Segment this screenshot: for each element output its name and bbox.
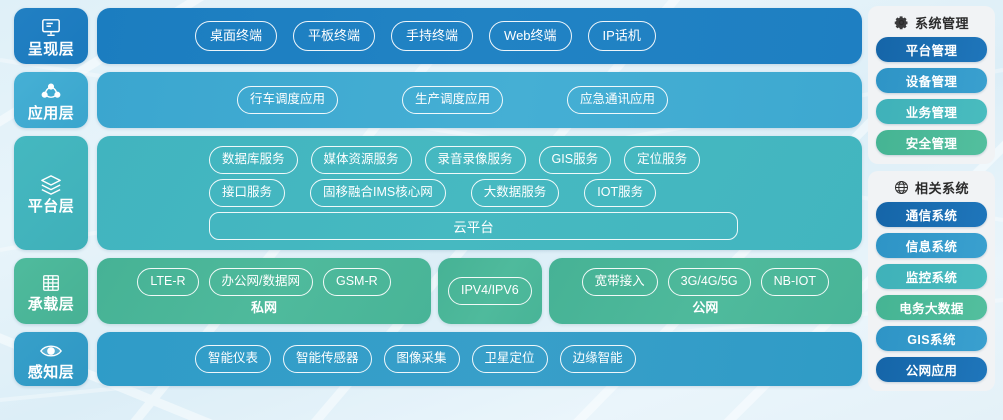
sidebar-button-communication-system[interactable]: 通信系统	[876, 202, 987, 227]
chip-satellite-positioning[interactable]: 卫星定位	[471, 345, 548, 373]
sidebar-button-railway-big-data[interactable]: 电务大数据	[876, 295, 987, 320]
ip-network-items: IPV4/IPV6	[448, 277, 532, 305]
chip-big-data-service[interactable]: 大数据服务	[470, 179, 560, 207]
sidebar-button-monitoring-system[interactable]: 监控系统	[876, 264, 987, 289]
chip-handheld-terminal[interactable]: 手持终端	[391, 21, 474, 51]
chip-3g-4g-5g[interactable]: 3G/4G/5G	[667, 268, 751, 296]
layer-label-bearer: 承载层	[27, 295, 75, 313]
bearer-group-label-public: 公网	[692, 299, 719, 315]
chip-ip-phone[interactable]: IP话机	[587, 21, 656, 51]
related-systems-panel: 相关系统 通信系统 信息系统 监控系统 电务大数据 GIS系统 公网应用	[868, 171, 995, 391]
chip-broadband-access[interactable]: 宽带接入	[581, 268, 658, 296]
sidebar-button-information-system[interactable]: 信息系统	[876, 233, 987, 258]
sidebar-button-public-network-application[interactable]: 公网应用	[876, 357, 987, 382]
monitor-icon	[38, 16, 64, 40]
private-network-items: LTE-R 办公网/数据网 GSM-R	[137, 268, 391, 296]
layer-label-platform: 平台层	[27, 197, 75, 215]
layer-row-application: 应用层 行车调度应用 生产调度应用 应急通讯应用	[14, 72, 862, 128]
sidebar: 系统管理 平台管理 设备管理 业务管理 安全管理 相关系统	[862, 0, 1003, 420]
chip-smart-meter[interactable]: 智能仪表	[195, 345, 272, 373]
panel-application: 行车调度应用 生产调度应用 应急通讯应用	[97, 72, 862, 128]
layer-label-application: 应用层	[27, 104, 75, 122]
sidebar-button-business-management[interactable]: 业务管理	[876, 99, 987, 124]
panel-platform: 数据库服务 媒体资源服务 录音录像服务 GIS服务 定位服务 接口服务 固移融合…	[97, 136, 862, 250]
layer-tile-sensing[interactable]: 感知层	[14, 332, 88, 386]
layer-tile-bearer[interactable]: 承载层	[14, 258, 88, 324]
chip-office-data-network[interactable]: 办公网/数据网	[208, 268, 313, 296]
chip-positioning-service[interactable]: 定位服务	[624, 146, 701, 174]
chip-gsm-r[interactable]: GSM-R	[323, 268, 391, 296]
application-items: 行车调度应用 生产调度应用 应急通讯应用	[97, 72, 862, 128]
sensing-items: 智能仪表 智能传感器 图像采集 卫星定位 边缘智能	[97, 332, 862, 386]
layer-label-sensing: 感知层	[27, 363, 75, 381]
chip-tablet-terminal[interactable]: 平板终端	[293, 21, 376, 51]
chip-emergency-comm-app[interactable]: 应急通讯应用	[567, 86, 669, 114]
bearer-group-ip: IPV4/IPV6	[438, 258, 542, 324]
layer-row-platform: 平台层 数据库服务 媒体资源服务 录音录像服务 GIS服务 定位服务 接口服务 …	[14, 136, 862, 250]
layer-row-bearer: 承载层 LTE-R 办公网/数据网 GSM-R 私网 IPV4/IPV6	[14, 258, 862, 324]
panel-presentation: 桌面终端 平板终端 手持终端 Web终端 IP话机	[97, 8, 862, 64]
chip-production-dispatch-app[interactable]: 生产调度应用	[402, 86, 504, 114]
sidebar-button-platform-management[interactable]: 平台管理	[876, 37, 987, 62]
chip-nb-iot[interactable]: NB-IOT	[760, 268, 830, 296]
gear-icon	[894, 15, 909, 30]
system-management-header: 系统管理	[876, 13, 987, 31]
chip-web-terminal[interactable]: Web终端	[489, 21, 572, 51]
eye-icon	[38, 339, 64, 363]
layer-tile-platform[interactable]: 平台层	[14, 136, 88, 250]
chip-ipv4-ipv6[interactable]: IPV4/IPV6	[448, 277, 532, 305]
system-management-panel: 系统管理 平台管理 设备管理 业务管理 安全管理	[868, 6, 995, 164]
layers-icon	[38, 173, 64, 197]
system-management-title: 系统管理	[914, 15, 969, 31]
network-nodes-icon	[38, 80, 64, 104]
public-network-items: 宽带接入 3G/4G/5G NB-IOT	[581, 268, 830, 296]
sidebar-button-device-management[interactable]: 设备管理	[876, 68, 987, 93]
platform-services-row-1: 数据库服务 媒体资源服务 录音录像服务 GIS服务 定位服务	[203, 146, 848, 174]
chip-interface-service[interactable]: 接口服务	[209, 179, 286, 207]
chip-iot-service[interactable]: IOT服务	[584, 179, 657, 207]
chip-smart-sensor[interactable]: 智能传感器	[283, 345, 372, 373]
sidebar-button-gis-system[interactable]: GIS系统	[876, 326, 987, 351]
panel-sensing: 智能仪表 智能传感器 图像采集 卫星定位 边缘智能	[97, 332, 862, 386]
server-rack-icon	[38, 271, 64, 295]
chip-audio-video-recording-service[interactable]: 录音录像服务	[424, 146, 526, 174]
bearer-group-private-network: LTE-R 办公网/数据网 GSM-R 私网	[97, 258, 431, 324]
related-systems-title: 相关系统	[914, 180, 969, 196]
bearer-group-label-private: 私网	[250, 299, 277, 315]
chip-image-capture[interactable]: 图像采集	[383, 345, 460, 373]
platform-services-row-2: 接口服务 固移融合IMS核心网 大数据服务 IOT服务	[203, 179, 848, 207]
chip-media-resource-service[interactable]: 媒体资源服务	[310, 146, 412, 174]
layer-stack: 呈现层 桌面终端 平板终端 手持终端 Web终端 IP话机	[14, 8, 862, 386]
sidebar-button-security-management[interactable]: 安全管理	[876, 130, 987, 155]
layer-tile-application[interactable]: 应用层	[14, 72, 88, 128]
platform-services: 数据库服务 媒体资源服务 录音录像服务 GIS服务 定位服务 接口服务 固移融合…	[203, 146, 848, 240]
bearer-group-public-network: 宽带接入 3G/4G/5G NB-IOT 公网	[548, 258, 862, 324]
chip-ims-core-network[interactable]: 固移融合IMS核心网	[310, 179, 446, 207]
chip-lte-r[interactable]: LTE-R	[137, 268, 199, 296]
layer-row-presentation: 呈现层 桌面终端 平板终端 手持终端 Web终端 IP话机	[14, 8, 862, 64]
chip-train-dispatch-app[interactable]: 行车调度应用	[237, 86, 339, 114]
layer-row-sensing: 感知层 智能仪表 智能传感器 图像采集 卫星定位 边缘智能	[14, 332, 862, 386]
chip-edge-intelligence[interactable]: 边缘智能	[559, 345, 636, 373]
bearer-groups: LTE-R 办公网/数据网 GSM-R 私网 IPV4/IPV6 宽带接入 3G…	[97, 258, 862, 324]
layer-label-presentation: 呈现层	[27, 40, 75, 58]
layer-tile-presentation[interactable]: 呈现层	[14, 8, 88, 64]
chip-desktop-terminal[interactable]: 桌面终端	[195, 21, 278, 51]
chip-database-service[interactable]: 数据库服务	[209, 146, 298, 174]
globe-icon	[894, 180, 909, 195]
cloud-platform-bar[interactable]: 云平台	[209, 212, 738, 240]
chip-gis-service[interactable]: GIS服务	[538, 146, 612, 174]
related-systems-header: 相关系统	[876, 178, 987, 196]
presentation-items: 桌面终端 平板终端 手持终端 Web终端 IP话机	[97, 8, 862, 64]
